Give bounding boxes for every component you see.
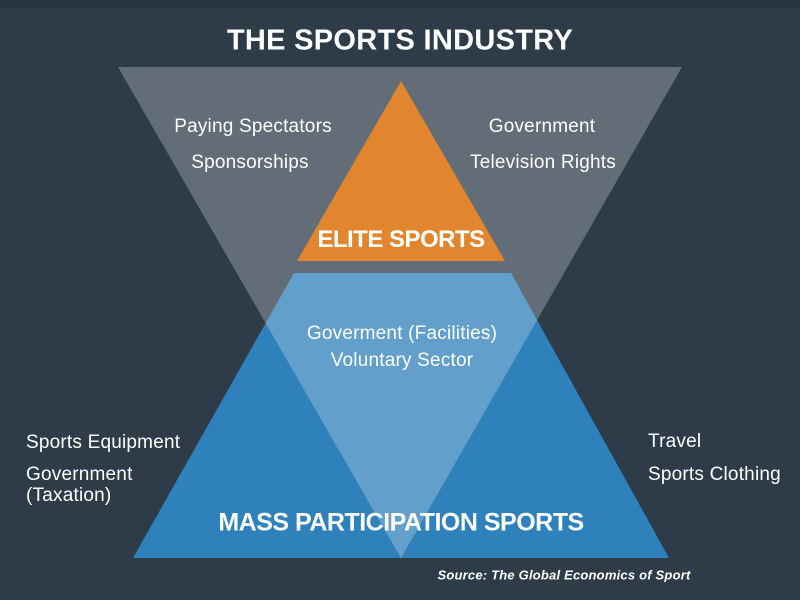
label-voluntary-sector: Voluntary Sector: [330, 350, 474, 371]
elite-sports-title: ELITE SPORTS: [317, 226, 485, 253]
top-edge-strip: [0, 0, 800, 8]
source-attribution: Source: The Global Economics of Sport: [437, 567, 691, 583]
label-sports-equipment: Sports Equipment: [26, 432, 181, 453]
label-television-rights: Television Rights: [470, 152, 616, 173]
elite-inverted-overlay-triangle: [118, 67, 682, 558]
label-paying-spectators: Paying Spectators: [174, 116, 332, 137]
label-sponsorships: Sponsorships: [191, 152, 309, 173]
mass-participation-triangle: [133, 273, 669, 558]
label-government-taxation: Government (Taxation): [26, 464, 133, 506]
label-government: Government: [488, 116, 596, 137]
page-title: THE SPORTS INDUSTRY: [226, 24, 574, 57]
label-travel: Travel: [648, 431, 702, 452]
label-goverment-facilities: Goverment (Facilities): [306, 323, 498, 344]
elite-sports-triangle: [297, 81, 505, 261]
mass-participation-title: MASS PARTICIPATION SPORTS: [218, 508, 584, 537]
label-sports-clothing: Sports Clothing: [648, 464, 781, 485]
